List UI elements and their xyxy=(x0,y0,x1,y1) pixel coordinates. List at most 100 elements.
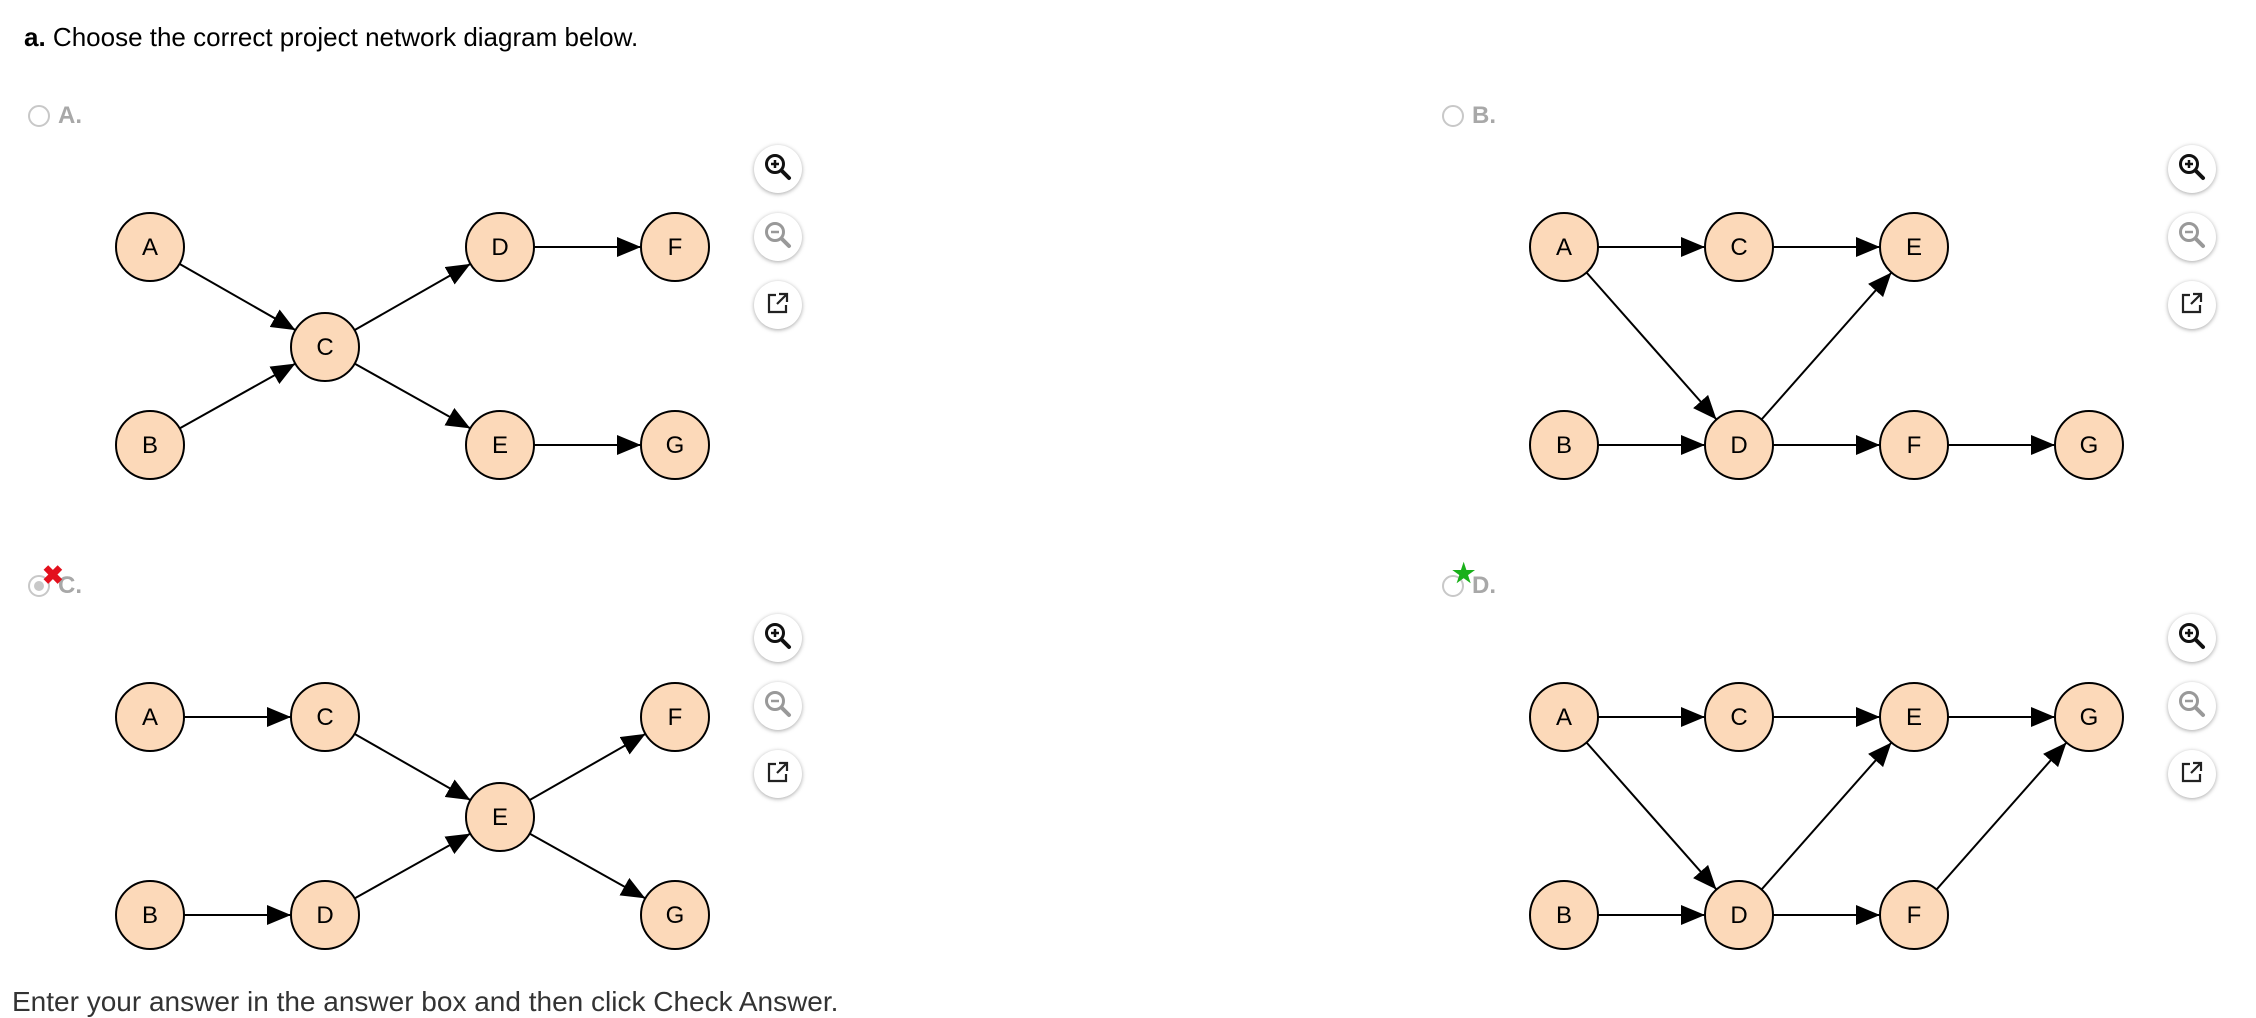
node-F: F xyxy=(1879,880,1949,950)
node-label-C: C xyxy=(1730,234,1747,261)
option-d-network-diagram: A C E G B D F xyxy=(1529,682,2124,950)
node-G: G xyxy=(640,410,710,480)
option-d-zoom-in-button[interactable] xyxy=(2168,614,2216,662)
node-F: F xyxy=(1879,410,1949,480)
option-d-label: D. xyxy=(1472,572,1496,599)
node-F: F xyxy=(640,212,710,282)
node-C: C xyxy=(1704,682,1774,752)
edge-C-E xyxy=(354,362,471,430)
edge-E-F xyxy=(529,733,646,801)
node-A: A xyxy=(115,682,185,752)
node-D: D xyxy=(290,880,360,950)
node-label-C: C xyxy=(1730,704,1747,731)
node-B: B xyxy=(1529,410,1599,480)
option-d-header[interactable]: D. xyxy=(1442,572,1496,600)
node-label-B: B xyxy=(142,432,158,459)
node-label-E: E xyxy=(1906,234,1922,261)
radio-option-d[interactable] xyxy=(1442,575,1464,597)
node-label-G: G xyxy=(666,432,685,459)
node-label-A: A xyxy=(142,704,158,731)
node-label-D: D xyxy=(1730,432,1747,459)
edge-E-G xyxy=(529,832,646,900)
radio-option-b[interactable] xyxy=(1442,105,1464,127)
edge-D-E xyxy=(354,832,471,900)
edge-F-G xyxy=(1935,741,2068,891)
zoom-out-icon xyxy=(2176,688,2208,725)
option-a-network-diagram: A B C D E F G xyxy=(115,212,710,480)
option-b-header[interactable]: B. xyxy=(1442,102,1496,130)
open-in-new-window-icon xyxy=(2178,758,2206,791)
option-d-zoom-out-button[interactable] xyxy=(2168,682,2216,730)
open-in-new-window-icon xyxy=(764,758,792,791)
option-a-label: A. xyxy=(58,102,82,129)
edge-C-D xyxy=(354,263,471,331)
node-label-A: A xyxy=(1556,704,1572,731)
radio-option-c-selected[interactable] xyxy=(28,575,50,597)
edge-B-C xyxy=(179,362,296,430)
node-A: A xyxy=(115,212,185,282)
node-label-D: D xyxy=(491,234,508,261)
option-b-zoom-out-button[interactable] xyxy=(2168,213,2216,261)
node-E: E xyxy=(1879,682,1949,752)
node-label-E: E xyxy=(492,432,508,459)
question-text: Choose the correct project network diagr… xyxy=(45,22,639,52)
zoom-out-icon xyxy=(762,688,794,725)
edge-D-E xyxy=(1760,741,1893,891)
option-b-label: B. xyxy=(1472,102,1496,129)
node-label-B: B xyxy=(142,902,158,929)
node-B: B xyxy=(115,880,185,950)
node-label-F: F xyxy=(1907,902,1922,929)
node-label-E: E xyxy=(492,804,508,831)
zoom-in-icon xyxy=(762,151,794,188)
node-A: A xyxy=(1529,212,1599,282)
radio-option-a[interactable] xyxy=(28,105,50,127)
edge-C-E xyxy=(354,733,471,801)
question-part-label: a. xyxy=(24,22,46,52)
zoom-out-icon xyxy=(762,219,794,256)
node-D: D xyxy=(1704,880,1774,950)
question-prompt: a. Choose the correct project network di… xyxy=(24,22,638,53)
option-a-zoom-out-button[interactable] xyxy=(754,213,802,261)
node-label-C: C xyxy=(316,704,333,731)
node-label-C: C xyxy=(316,334,333,361)
open-in-new-window-icon xyxy=(764,289,792,322)
incorrect-x-icon: ✖ xyxy=(42,560,64,590)
node-label-G: G xyxy=(2080,704,2099,731)
zoom-out-icon xyxy=(2176,219,2208,256)
node-label-F: F xyxy=(1907,432,1922,459)
option-d-open-window-button[interactable] xyxy=(2168,750,2216,798)
node-D: D xyxy=(1704,410,1774,480)
node-F: F xyxy=(640,682,710,752)
option-a-zoom-in-button[interactable] xyxy=(754,145,802,193)
option-c-open-window-button[interactable] xyxy=(754,750,802,798)
node-C: C xyxy=(1704,212,1774,282)
node-A: A xyxy=(1529,682,1599,752)
option-a-open-window-button[interactable] xyxy=(754,281,802,329)
edge-A-D xyxy=(1585,271,1718,421)
option-b-network-diagram: A C E B D F G xyxy=(1529,212,2124,480)
node-C: C xyxy=(290,682,360,752)
node-label-A: A xyxy=(1556,234,1572,261)
open-in-new-window-icon xyxy=(2178,289,2206,322)
node-label-A: A xyxy=(142,234,158,261)
option-c-zoom-in-button[interactable] xyxy=(754,614,802,662)
node-E: E xyxy=(465,410,535,480)
zoom-in-icon xyxy=(762,620,794,657)
option-b-open-window-button[interactable] xyxy=(2168,281,2216,329)
node-B: B xyxy=(1529,880,1599,950)
option-c-network-diagram: A C F E B D G xyxy=(115,682,710,950)
option-c-zoom-out-button[interactable] xyxy=(754,682,802,730)
edge-A-D xyxy=(1585,741,1718,891)
option-b-zoom-in-button[interactable] xyxy=(2168,145,2216,193)
node-label-G: G xyxy=(2080,432,2099,459)
node-label-B: B xyxy=(1556,902,1572,929)
node-label-G: G xyxy=(666,902,685,929)
edge-A-C xyxy=(179,263,296,331)
node-E: E xyxy=(465,782,535,852)
node-C: C xyxy=(290,312,360,382)
node-D: D xyxy=(465,212,535,282)
node-B: B xyxy=(115,410,185,480)
option-c-header[interactable]: C. xyxy=(28,572,82,600)
node-E: E xyxy=(1879,212,1949,282)
option-a-header[interactable]: A. xyxy=(28,102,82,130)
